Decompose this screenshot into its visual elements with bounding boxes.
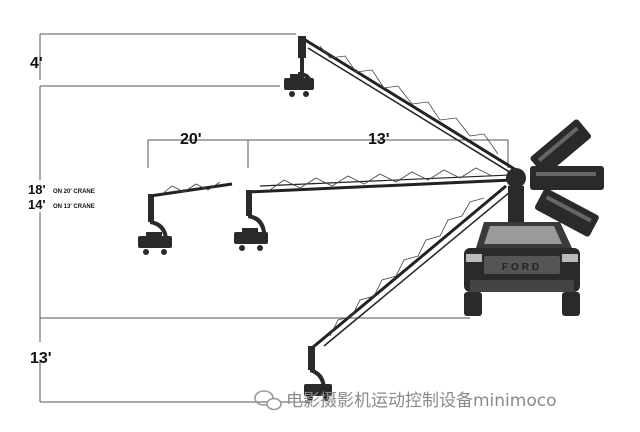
bottom-height-label: 13' [30,350,52,367]
crane-boom-lowered [308,184,511,390]
height-14-note: ON 13' CRANE [53,204,95,210]
crane-boom-20 [148,181,233,238]
truck: FORD [464,222,580,316]
camera-head-13 [234,228,268,251]
watermark: 电影摄影机运动控制设备minimoco [254,390,557,411]
crane-boom-13 [246,167,513,232]
watermark-text: 电影摄影机运动控制设备minimoco [286,391,557,411]
counterweights [506,119,604,237]
dimension-lines [39,33,509,403]
span-13-label: 13' [368,131,390,148]
crane-boom-raised [298,36,517,177]
camera-head-lowered [304,384,332,401]
camera-head-raised [284,74,314,97]
span-20-label: 20' [180,131,202,148]
top-height-label: 4' [30,55,43,72]
svg-text:FORD: FORD [502,262,542,273]
height-18-note: ON 20' CRANE [53,189,95,195]
span-20-bracket [147,139,249,168]
height-14-label: 14' [28,197,46,212]
wechat-icon [254,390,282,411]
height-18-label: 18' [28,182,46,197]
camera-head-20 [138,232,172,255]
span-13-bracket [248,139,509,168]
